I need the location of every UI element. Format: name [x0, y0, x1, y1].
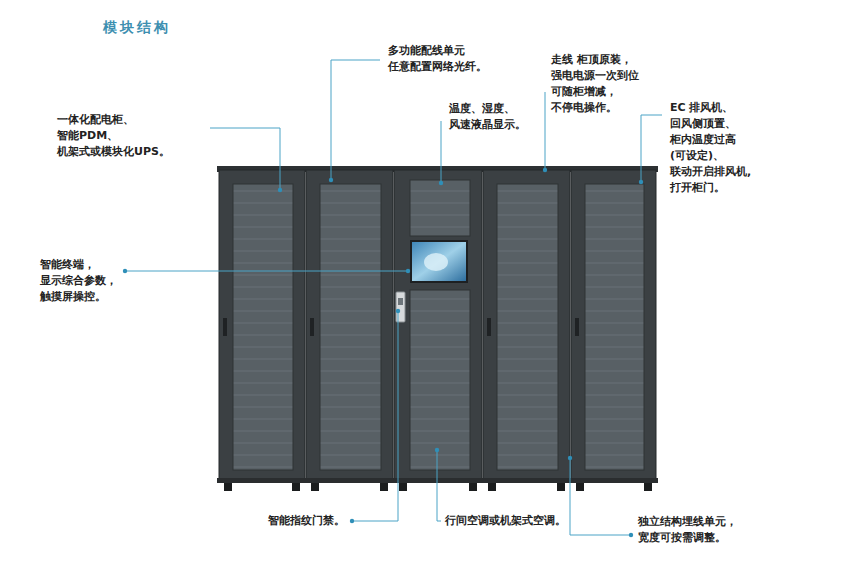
callout-label: 温度、湿度、 风速液晶显示。 [449, 101, 526, 133]
callout-label: 智能指纹门禁。 [268, 513, 345, 529]
diagram-title: 模块结构 [103, 19, 171, 37]
callout-label: 多功能配线单元 任意配置网络光纤。 [388, 43, 487, 75]
callout-label: 走线 柜顶原装，强电电源一次到位 可随柜增减，不停电操作。 [551, 52, 639, 116]
callout-label: 独立结构埋线单元， 宽度可按需调整。 [638, 514, 737, 546]
callout-label: EC 排风机、 回风侧顶置、 柜内温度过高(可设定)、 联动开启排风机,打开柜门… [670, 100, 751, 196]
callout-label: 智能终端， 显示综合参数， 触摸屏操控。 [40, 257, 117, 305]
callout-label: 行间空调或机架式空调。 [445, 513, 566, 529]
callout-label: 一体化配电柜、智能PDM、 机架式或模块化UPS。 [57, 112, 170, 160]
